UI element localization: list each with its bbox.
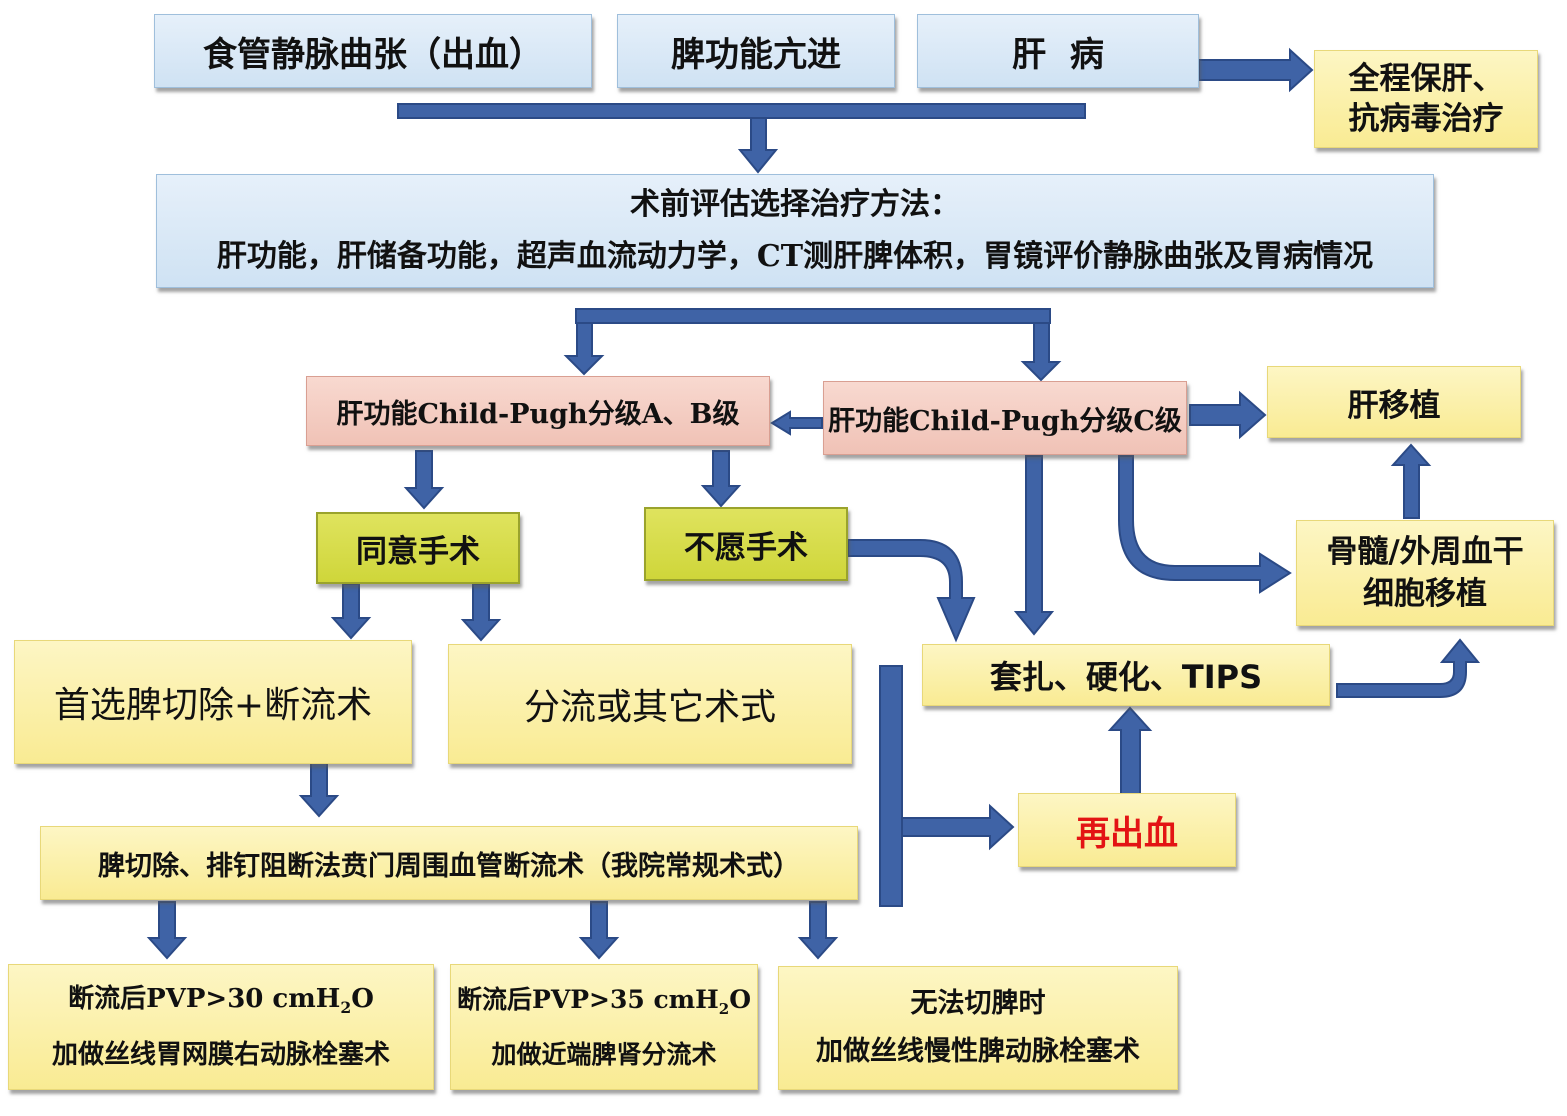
ligation-label: 套扎、硬化、TIPS (989, 658, 1263, 696)
refuse-surgery-label: 不愿手术 (684, 529, 808, 566)
arrow-down-to-ab (563, 322, 605, 376)
liver-transplant-box: 肝移植 (1267, 366, 1521, 438)
standard-procedure-label: 脾切除、排钉阻断法贲门周围血管断流术（我院常规术式） (98, 850, 800, 882)
arrow-to-liver-protection (1198, 47, 1314, 93)
split-connector-bar (575, 308, 1051, 324)
child-pugh-c-box: 肝功能Child-Pugh分级C级 (823, 381, 1187, 455)
agree-surgery-label: 同意手术 (356, 533, 480, 570)
shunt-other-box: 分流或其它术式 (448, 644, 852, 764)
outcome-box-1: 断流后PVP>30 cmH2O 加做丝线胃网膜右动脉栓塞术 (8, 964, 434, 1090)
arrow-standard-to-outcome-3 (797, 901, 839, 960)
outcome-2-sub: 2 (718, 999, 730, 1018)
liver-protection-line-1: 全程保肝、 (1348, 61, 1504, 97)
arrow-ab-to-refuse (700, 450, 742, 508)
arrow-standard-to-outcome-2 (578, 901, 620, 960)
liver-disease-box: 肝 病 (917, 14, 1199, 88)
hypersplenism-box: 脾功能亢进 (617, 14, 895, 88)
varices-box: 食管静脉曲张（出血） (154, 14, 592, 88)
arrow-c-to-ligation (1013, 455, 1055, 636)
top-connector-bar (397, 103, 1086, 119)
outcome-3-line-2: 加做丝线慢性脾动脉栓塞术 (816, 1036, 1140, 1067)
arrow-first-choice-to-standard (298, 762, 340, 818)
arrow-c-to-stem-cell (1118, 455, 1292, 594)
outcome-1-pvp: 断流后PVP>30 cmH (68, 984, 341, 1015)
arrow-ligation-to-stem-cell (1336, 638, 1481, 698)
liver-protection-box: 全程保肝、 抗病毒治疗 (1314, 50, 1538, 148)
rebleeding-box: 再出血 (1018, 793, 1236, 867)
outcome-box-2: 断流后PVP>35 cmH2O 加做近端脾肾分流术 (450, 964, 758, 1090)
arrow-stem-cell-to-transplant (1390, 443, 1432, 519)
assessment-title: 术前评估选择治疗方法： (630, 187, 960, 222)
rebleed-vertical-bar (879, 665, 903, 907)
agree-surgery-box: 同意手术 (316, 512, 520, 584)
outcome-2-suffix: O (729, 984, 751, 1014)
outcome-1-line-1: 断流后PVP>30 cmH2O (68, 976, 374, 1031)
assessment-items: 肝功能，肝储备功能，超声血流动力学，CT测肝脾体积，胃镜评价静脉曲张及胃病情况 (216, 239, 1374, 274)
child-pugh-ab-box: 肝功能Child-Pugh分级A、B级 (306, 376, 770, 446)
stem-cell-line-2: 细胞移植 (1363, 576, 1487, 612)
arrow-agree-to-first-choice (330, 583, 372, 640)
child-pugh-c-label: 肝功能Child-Pugh分级C级 (828, 405, 1182, 437)
first-choice-label: 首选脾切除+断流术 (53, 685, 373, 726)
arrow-to-rebleeding (901, 803, 1015, 851)
arrow-c-to-ab (770, 410, 823, 436)
outcome-2-line-2: 加做近端脾肾分流术 (491, 1039, 717, 1069)
ligation-box: 套扎、硬化、TIPS (922, 644, 1330, 706)
rebleeding-label: 再出血 (1076, 813, 1178, 854)
arrow-standard-to-outcome-1 (146, 901, 188, 960)
refuse-surgery-box: 不愿手术 (644, 507, 848, 581)
outcome-1-sub: 2 (340, 998, 352, 1018)
liver-protection-line-2: 抗病毒治疗 (1348, 101, 1504, 137)
stem-cell-line-1: 骨髓/外周血干 (1326, 534, 1524, 570)
arrow-rebleeding-to-ligation (1107, 706, 1153, 796)
varices-label: 食管静脉曲张（出血） (203, 34, 543, 75)
first-choice-box: 首选脾切除+断流术 (14, 640, 412, 764)
arrow-c-to-transplant (1189, 390, 1267, 440)
shunt-other-label: 分流或其它术式 (523, 687, 776, 728)
arrow-ab-to-agree (403, 450, 445, 510)
child-pugh-ab-label: 肝功能Child-Pugh分级A、B级 (336, 398, 740, 430)
outcome-1-line-2: 加做丝线胃网膜右动脉栓塞术 (51, 1039, 390, 1070)
assessment-box: 术前评估选择治疗方法： 肝功能，肝储备功能，超声血流动力学，CT测肝脾体积，胃镜… (156, 174, 1434, 288)
arrow-down-to-c (1020, 322, 1062, 382)
standard-procedure-box: 脾切除、排钉阻断法贲门周围血管断流术（我院常规术式） (40, 826, 858, 900)
outcome-3-line-1: 无法切脾时 (910, 988, 1046, 1019)
outcome-2-pvp: 断流后PVP>35 cmH (457, 984, 719, 1014)
hypersplenism-label: 脾功能亢进 (671, 34, 841, 75)
stem-cell-box: 骨髓/外周血干 细胞移植 (1296, 520, 1554, 626)
arrow-refuse-to-ligation (847, 539, 976, 643)
arrow-down-to-assessment (737, 117, 779, 174)
arrow-agree-to-shunt (460, 583, 502, 642)
liver-disease-label: 肝 病 (1012, 34, 1104, 75)
outcome-2-line-1: 断流后PVP>35 cmH2O (457, 977, 751, 1032)
liver-transplant-label: 肝移植 (1347, 387, 1441, 424)
outcome-1-suffix: O (351, 984, 374, 1015)
outcome-box-3: 无法切脾时 加做丝线慢性脾动脉栓塞术 (778, 966, 1178, 1090)
